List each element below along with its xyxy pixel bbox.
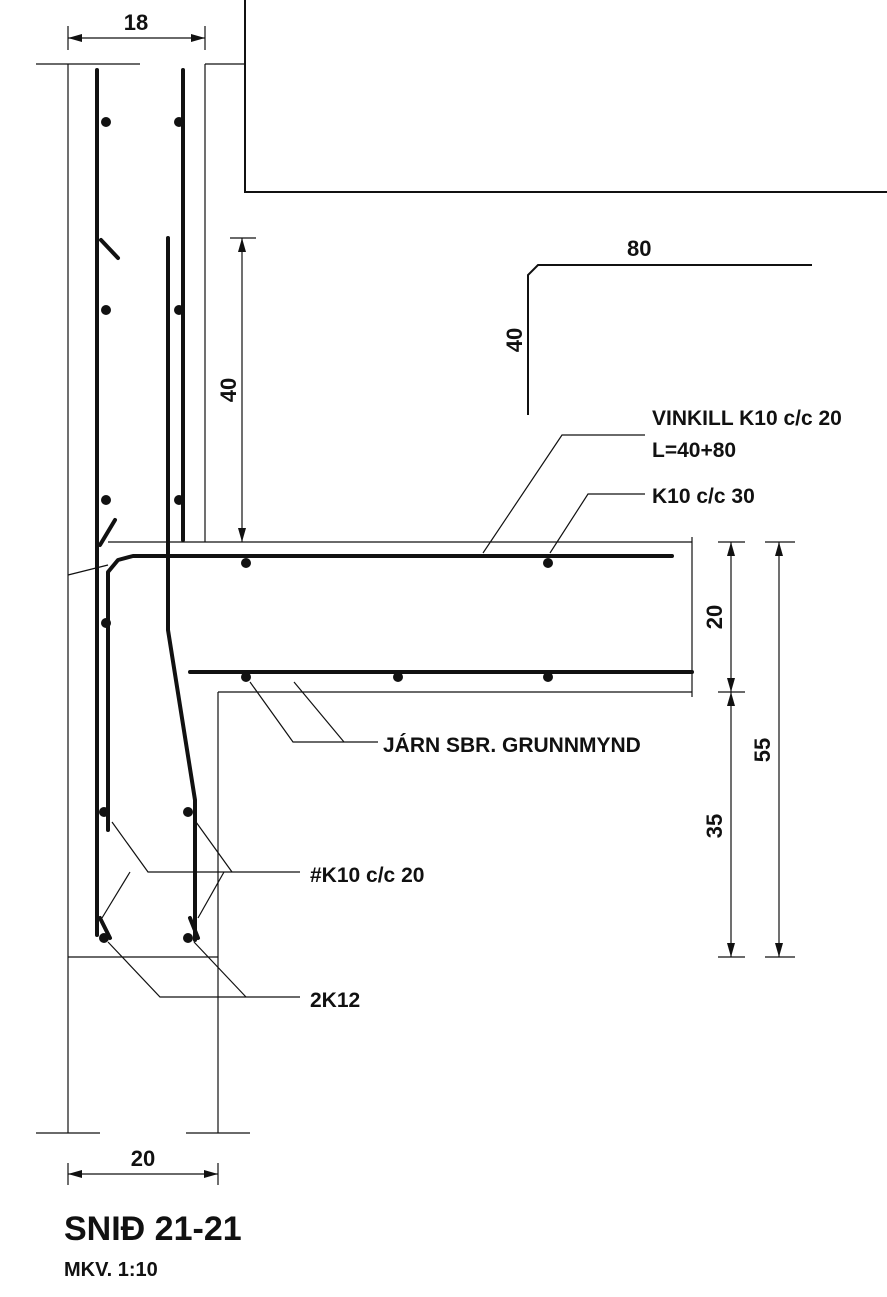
section-title: SNIÐ 21-21 [64, 1210, 242, 1248]
dimension-right: 20 35 55 [702, 541, 795, 958]
wall-mesh-note: #K10 c/c 20 [310, 864, 424, 887]
angle-bar-length-note: L=40+80 [652, 439, 736, 462]
dimension-bottom-width: 20 [67, 1146, 219, 1185]
scale-label: MKV. 1:10 [64, 1259, 158, 1281]
dimension-upper-height: 40 [216, 237, 256, 542]
bar-dots [99, 117, 553, 943]
angle-bar-note: VINKILL K10 c/c 20 [652, 407, 842, 430]
shape-vertical-label: 40 [502, 328, 527, 352]
total-depth-label: 55 [750, 738, 775, 762]
top-width-label: 18 [124, 10, 148, 35]
slab-depth-label: 20 [702, 605, 727, 629]
dimension-top-width: 18 [67, 10, 206, 50]
top-bar-note: K10 c/c 30 [652, 485, 755, 508]
upper-height-label: 40 [216, 378, 241, 402]
leaders [101, 434, 645, 998]
beam-below-label: 35 [702, 814, 727, 838]
concrete-outline [36, 0, 887, 1134]
corner-bars-note: 2K12 [310, 989, 360, 1012]
reinforcement-bars [95, 68, 694, 942]
shape-horizontal-label: 80 [627, 236, 651, 261]
bottom-bars-note: JÁRN SBR. GRUNNMYND [383, 734, 641, 757]
bar-shape-sketch: 80 40 [502, 236, 812, 415]
bottom-width-label: 20 [131, 1146, 155, 1171]
